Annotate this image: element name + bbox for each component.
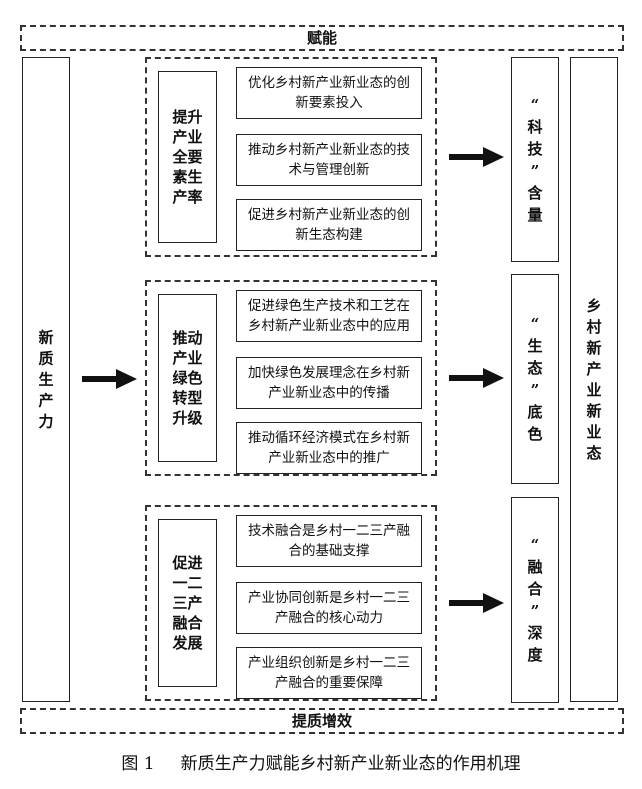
item-box-2-2: 加快绿色发展理念在乡村新产业新业态中的传播 bbox=[236, 357, 422, 409]
item-text: 推动乡村新产业新业态的技术与管理创新 bbox=[248, 142, 410, 178]
outcome-char: “ bbox=[530, 95, 540, 114]
left-column-label: 新质生产力 bbox=[23, 327, 69, 432]
left-column-char: 力 bbox=[38, 412, 54, 430]
outcome-char: 科 bbox=[527, 117, 543, 136]
right-column-char: 村 bbox=[586, 317, 602, 336]
outcome-char: 融 bbox=[527, 558, 543, 576]
left-column-char: 质 bbox=[38, 349, 54, 367]
category-box-1: 提升产业全要素生产率 bbox=[158, 71, 217, 243]
right-column-char: 新 bbox=[586, 401, 602, 420]
top-banner: 赋能 bbox=[20, 25, 624, 51]
outcome-char: 度 bbox=[527, 646, 543, 664]
figure-caption: 图 1 新质生产力赋能乡村新产业新业态的作用机理 bbox=[0, 752, 642, 776]
category-label: 推动产业绿色转型升级 bbox=[172, 329, 203, 427]
right-column-char: 业 bbox=[586, 380, 602, 399]
item-text: 优化乡村新产业新业态的创新要素投入 bbox=[248, 75, 410, 111]
right-column-char: 乡 bbox=[586, 296, 602, 315]
item-box-2-1: 促进绿色生产技术和工艺在乡村新产业新业态中的应用 bbox=[236, 290, 422, 342]
category-box-3: 促进一二三产融合发展 bbox=[158, 519, 217, 687]
right-column-char: 产 bbox=[586, 359, 602, 378]
group-box-3: 促进一二三产融合发展 技术融合是乡村一二三产融合的基础支撑产业协同创新是乡村一二三… bbox=[145, 505, 437, 701]
outcome-char: ” bbox=[530, 381, 540, 399]
right-column-char: 业 bbox=[586, 422, 602, 441]
outcome-arrow-icon bbox=[449, 147, 504, 167]
right-column-box: 乡村新产业新业态 bbox=[570, 57, 618, 702]
top-banner-label: 赋能 bbox=[306, 29, 337, 47]
category-label: 提升产业全要素生产率 bbox=[172, 108, 203, 206]
item-box-3-2: 产业协同创新是乡村一二三产融合的核心动力 bbox=[236, 582, 422, 634]
item-text: 促进绿色生产技术和工艺在乡村新产业新业态中的应用 bbox=[248, 298, 410, 334]
item-text: 产业组织创新是乡村一二三产融合的重要保障 bbox=[248, 655, 410, 691]
outcome-char: “ bbox=[530, 315, 540, 333]
outcome-char: 技 bbox=[527, 139, 543, 158]
outcome-box-3: “ 融合 ” 深度 bbox=[511, 497, 559, 703]
figure-label: 图 1 bbox=[121, 754, 155, 774]
left-column-char: 新 bbox=[38, 328, 54, 346]
outcome-char: 合 bbox=[527, 580, 543, 598]
outcome-char: “ bbox=[530, 536, 540, 554]
item-box-1-2: 推动乡村新产业新业态的技术与管理创新 bbox=[236, 134, 422, 186]
group-box-2: 推动产业绿色转型升级 促进绿色生产技术和工艺在乡村新产业新业态中的应用加快绿色发展… bbox=[145, 280, 437, 476]
outcome-char: 含 bbox=[527, 183, 543, 202]
item-box-2-3: 推动循环经济模式在乡村新产业新业态中的推广 bbox=[236, 422, 422, 474]
item-box-3-1: 技术融合是乡村一二三产融合的基础支撑 bbox=[236, 515, 422, 567]
item-text: 促进乡村新产业新业态的创新生态构建 bbox=[248, 207, 410, 243]
right-column-char: 态 bbox=[586, 443, 602, 462]
item-box-1-3: 促进乡村新产业新业态的创新生态构建 bbox=[236, 199, 422, 251]
category-box-2: 推动产业绿色转型升级 bbox=[158, 294, 217, 462]
outcome-box-1: “ 科技 ” 含量 bbox=[511, 57, 559, 262]
outcome-arrow-icon bbox=[449, 593, 504, 613]
bottom-banner: 提质增效 bbox=[20, 708, 624, 734]
outcome-char: 色 bbox=[527, 425, 543, 443]
category-label: 促进一二三产融合发展 bbox=[172, 554, 203, 652]
main-arrow-icon bbox=[82, 369, 137, 389]
group-box-1: 提升产业全要素生产率 优化乡村新产业新业态的创新要素投入推动乡村新产业新业态的技术… bbox=[145, 57, 437, 257]
outcome-char: 生 bbox=[527, 337, 543, 355]
left-column-box: 新质生产力 bbox=[22, 57, 70, 702]
right-column-char: 新 bbox=[586, 338, 602, 357]
outcome-char: 底 bbox=[527, 403, 543, 421]
outcome-char: 深 bbox=[527, 624, 543, 642]
left-column-char: 生 bbox=[38, 370, 54, 388]
outcome-arrow-icon bbox=[449, 368, 504, 388]
item-text: 加快绿色发展理念在乡村新产业新业态中的传播 bbox=[248, 365, 410, 401]
outcome-box-2: “ 生态 ” 底色 bbox=[511, 274, 559, 484]
outcome-char: 态 bbox=[527, 359, 543, 377]
item-text: 推动循环经济模式在乡村新产业新业态中的推广 bbox=[248, 430, 410, 466]
item-box-3-3: 产业组织创新是乡村一二三产融合的重要保障 bbox=[236, 647, 422, 699]
outcome-char: 量 bbox=[527, 205, 543, 224]
item-text: 产业协同创新是乡村一二三产融合的核心动力 bbox=[248, 590, 410, 626]
outcome-char: ” bbox=[530, 602, 540, 620]
bottom-banner-label: 提质增效 bbox=[291, 712, 352, 730]
item-box-1-1: 优化乡村新产业新业态的创新要素投入 bbox=[236, 67, 422, 119]
left-column-char: 产 bbox=[38, 391, 54, 409]
item-text: 技术融合是乡村一二三产融合的基础支撑 bbox=[248, 523, 410, 559]
figure-title: 新质生产力赋能乡村新产业新业态的作用机理 bbox=[180, 754, 521, 774]
right-column-label: 乡村新产业新业态 bbox=[571, 296, 617, 464]
outcome-char: ” bbox=[530, 161, 540, 180]
